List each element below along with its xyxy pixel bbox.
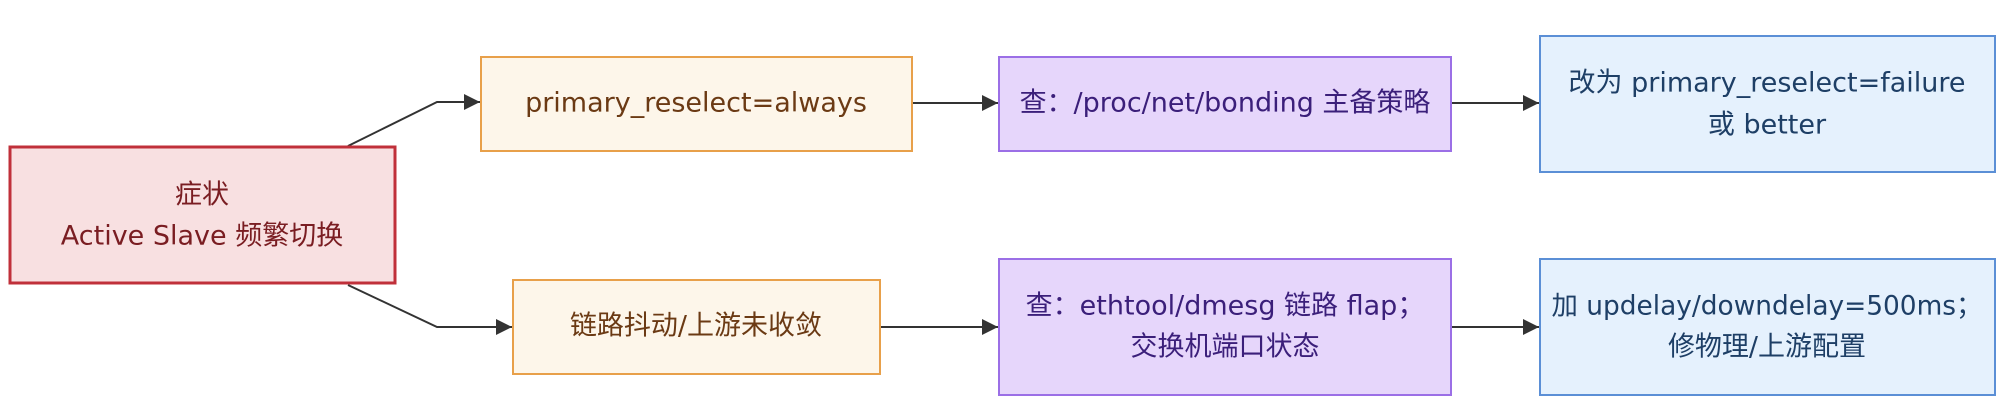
node-symptom: 症状 Active Slave 频繁切换 <box>8 145 397 285</box>
node-fix-reselect: 改为 primary_reselect=failure 或 better <box>1539 35 1996 173</box>
node-check-ethtool-label-line1: 查：ethtool/dmesg 链路 flap； <box>1026 291 1425 322</box>
node-check-ethtool: 查：ethtool/dmesg 链路 flap； 交换机端口状态 <box>998 258 1452 396</box>
node-symptom-box <box>8 145 397 285</box>
node-cause-flap: 链路抖动/上游未收敛 <box>512 279 881 375</box>
node-cause-flap-label: 链路抖动/上游未收敛 <box>570 311 822 342</box>
node-fix-reselect-label-line2: 或 better <box>1708 110 1827 141</box>
node-fix-delay-label-line2: 修物理/上游配置 <box>1668 332 1866 363</box>
node-check-bonding-label: 查：/proc/net/bonding 主备策略 <box>1020 88 1431 119</box>
node-fix-delay-box <box>1539 258 1996 396</box>
node-fix-reselect-box <box>1539 35 1996 173</box>
node-fix-delay-label-line1: 加 updelay/downdelay=500ms； <box>1552 291 1983 322</box>
node-symptom-label-line2: Active Slave 频繁切换 <box>61 221 343 252</box>
node-symptom-label-line1: 症状 <box>175 180 229 211</box>
node-check-ethtool-label-line2: 交换机端口状态 <box>1131 332 1320 363</box>
node-cause-reselect: primary_reselect=always <box>480 56 913 152</box>
node-cause-flap-box <box>512 279 881 375</box>
edge-symptom-to-flap <box>347 284 512 335</box>
node-cause-reselect-label: primary_reselect=always <box>525 88 867 119</box>
node-cause-reselect-box <box>480 56 913 152</box>
edge-symptom-to-reselect <box>347 94 480 147</box>
node-check-bonding-box <box>998 56 1452 152</box>
node-fix-reselect-label-line1: 改为 primary_reselect=failure <box>1569 68 1966 99</box>
node-fix-delay: 加 updelay/downdelay=500ms； 修物理/上游配置 <box>1539 258 1996 396</box>
node-check-bonding: 查：/proc/net/bonding 主备策略 <box>998 56 1452 152</box>
node-check-ethtool-box <box>998 258 1452 396</box>
edges <box>347 94 1539 335</box>
